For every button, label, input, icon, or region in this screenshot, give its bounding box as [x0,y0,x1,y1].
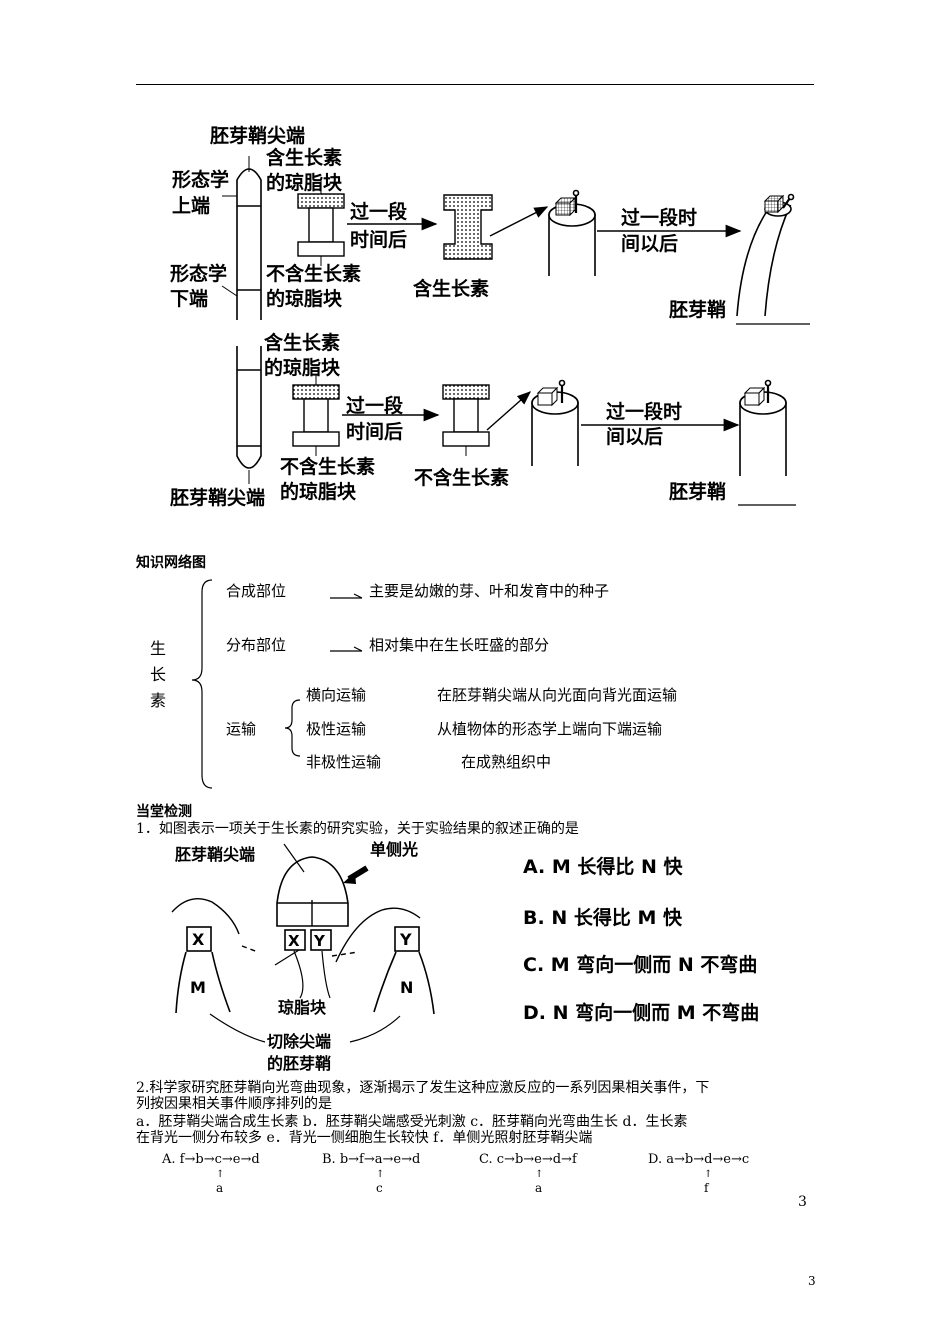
q2-option-c[interactable]: C. c→b→e→d→f ↑ a [479,1152,577,1195]
agar-without-label-1: 不含生长素 [266,263,362,285]
quiz-title: 当堂检测 [136,804,192,820]
page-number-outer: 3 [808,1274,816,1288]
q1-m-label: M [190,978,206,997]
tip-label-r2: 胚芽鞘尖端 [170,487,266,509]
agar-without-label-2: 的琼脂块 [266,288,343,310]
lateral-transport: 横向运输 [306,686,367,704]
header-rule [136,84,814,85]
network-title: 知识网络图 [136,555,206,571]
question-2-line-3: a．胚芽鞘尖端合成生长素 b．胚芽鞘尖端感受光刺激 c．胚芽鞘向光弯曲生长 d．… [136,1114,688,1130]
question-1: 1．如图表示一项关于生长素的研究实验，关于实验结果的叙述正确的是 [136,821,579,837]
transport: 运输 [226,720,257,738]
network-root: 生 长 素 [150,639,167,710]
q1-x-block-tip: X [288,932,300,950]
q1-option-b[interactable]: B. N 长得比 M 快 [523,907,682,929]
time-b-label-r2-2: 间以后 [606,426,664,448]
time-label-2: 时间后 [350,229,408,251]
agar-result-2 [442,384,490,456]
synthesis-desc: 主要是幼嫩的芽、叶和发育中的种子 [369,582,610,600]
q1-light-label: 单侧光 [370,840,419,859]
stump-with-block-2 [531,379,579,466]
question-2-line-1: 2.科学家研究胚芽鞘向光弯曲现象，逐渐揭示了发生这种应激反应的一系列因果相关事件… [136,1080,710,1096]
answer-label-2: 胚芽鞘 [669,481,727,503]
lower-label-1: 形态学 [170,263,228,285]
q1-agar-label: 琼脂块 [278,998,327,1017]
agar-without-label-r2-2: 的琼脂块 [280,481,357,503]
question-2-line-4: 在背光一侧分布较多 e．背光一侧细胞生长较快 f．单侧光照射胚芽鞘尖端 [136,1130,593,1146]
lateral-desc: 在胚芽鞘尖端从向光面向背光面运输 [437,686,678,704]
result-agar-label: 含生长素 [413,278,490,300]
upper-label-2: 上端 [172,195,211,217]
distribution-desc: 相对集中在生长旺盛的部分 [369,636,550,654]
upper-label-1: 形态学 [172,169,230,191]
coleoptile-tube-2 [236,346,262,484]
coleoptile-tube-1 [221,156,262,320]
q1-n-label: N [400,978,414,997]
time-label-r2-1: 过一段 [346,395,404,417]
agar-without-label-r2-1: 不含生长素 [280,456,376,478]
stump-with-block-1 [548,189,596,276]
agar-result-1 [443,194,493,260]
time-label-1: 过一段 [350,201,408,223]
q1-cut-label-1: 切除尖端 [267,1032,332,1051]
q1-tip-label: 胚芽鞘尖端 [175,845,256,864]
nonpolar-desc: 在成熟组织中 [461,753,552,771]
distribution-site: 分布部位 [226,636,287,654]
q1-option-d[interactable]: D. N 弯向一侧而 M 不弯曲 [523,1002,760,1024]
result-agar-label-r2: 不含生长素 [414,467,510,489]
polar-desc: 从植物体的形态学上端向下端运输 [437,720,663,738]
q1-option-c[interactable]: C. M 弯向一侧而 N 不弯曲 [523,954,758,976]
q1-experiment-figure [171,843,435,1043]
q1-y-block-tip: Y [314,932,325,950]
q1-cut-label-2: 的胚芽鞘 [267,1054,332,1073]
q1-y-block-right: Y [400,930,412,949]
time-b-label-1: 过一段时 [621,207,698,229]
synthesis-site: 合成部位 [226,582,287,600]
q2-option-a[interactable]: A. f→b→c→e→d ↑ a [162,1152,260,1195]
lower-label-2: 下端 [170,288,209,310]
tip-label: 胚芽鞘尖端 [210,125,306,147]
q1-option-a[interactable]: A. M 长得比 N 快 [523,856,683,878]
agar-ibeam-1 [297,178,345,266]
agar-with-label-2: 的琼脂块 [266,172,343,194]
time-b-label-2: 间以后 [621,233,679,255]
agar-with-label-1: 含生长素 [266,147,343,169]
q1-x-block-left: X [192,930,205,949]
agar-with-label-r2-1: 含生长素 [264,332,341,354]
straight-coleoptile-2 [739,379,787,476]
polar-transport: 极性运输 [306,720,367,738]
network-braces [191,579,363,789]
q2-option-d[interactable]: D. a→b→d→e→c ↑ f [648,1152,750,1195]
answer-label-1: 胚芽鞘 [669,299,727,321]
agar-ibeam-2 [292,374,340,456]
q2-option-b[interactable]: B. b→f→a→e→d ↑ c [322,1152,421,1195]
agar-with-label-r2-2: 的琼脂块 [264,357,341,379]
bent-coleoptile-1 [736,193,795,317]
nonpolar-transport: 非极性运输 [306,753,382,771]
page-number-inner: 3 [798,1194,807,1210]
time-b-label-r2-1: 过一段时 [606,401,683,423]
question-2-line-2: 列按因果相关事件顺序排列的是 [136,1096,332,1112]
time-label-r2-2: 时间后 [346,421,404,443]
